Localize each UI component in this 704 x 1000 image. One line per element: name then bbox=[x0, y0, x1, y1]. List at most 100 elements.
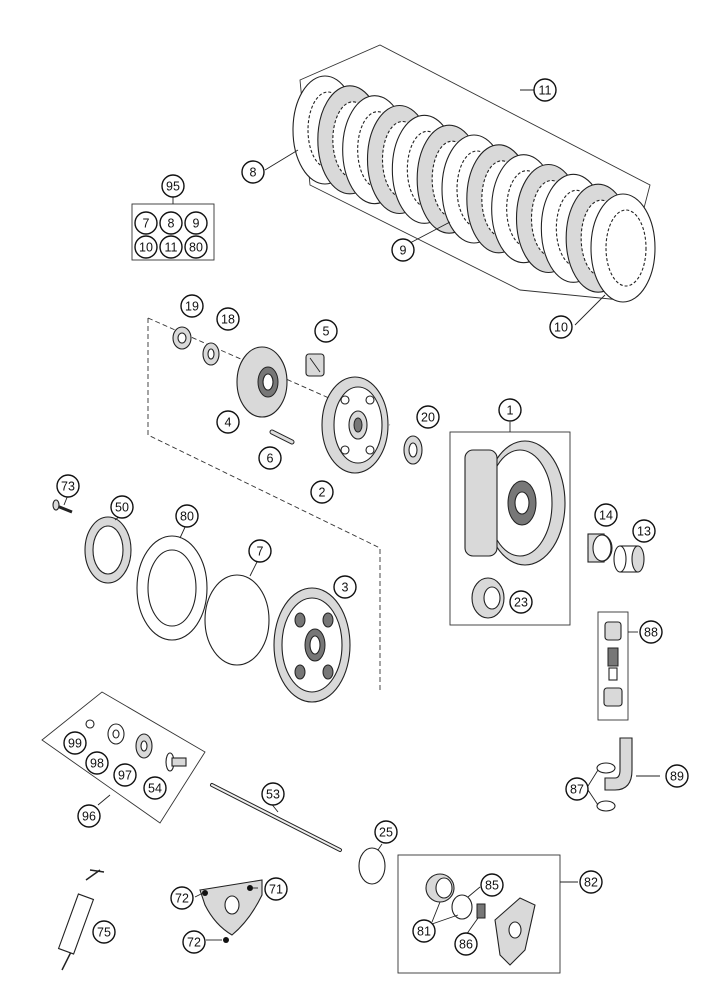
callout-c2: 2 bbox=[310, 480, 334, 504]
callout-label: 80 bbox=[180, 510, 194, 524]
piston-81 bbox=[425, 873, 455, 903]
callout-c23: 23 bbox=[509, 590, 533, 614]
callout-c5: 5 bbox=[314, 319, 338, 343]
callout-label: 4 bbox=[225, 416, 232, 430]
callout-c7b: 7 bbox=[248, 539, 272, 563]
slave-cylinder-82 bbox=[397, 854, 578, 974]
callout-c50: 50 bbox=[110, 495, 134, 519]
bushing-13 bbox=[613, 545, 645, 573]
callout-c81: 81 bbox=[412, 919, 436, 943]
callout-c10b: 10 bbox=[134, 235, 158, 259]
callout-c98: 98 bbox=[85, 751, 109, 775]
spring-86 bbox=[476, 903, 486, 919]
callout-label: 54 bbox=[148, 782, 162, 796]
callout-c3: 3 bbox=[333, 575, 357, 599]
callout-c9a: 9 bbox=[391, 238, 415, 262]
callout-c13: 13 bbox=[632, 519, 656, 543]
callout-c25: 25 bbox=[374, 820, 398, 844]
callout-c96: 96 bbox=[77, 804, 101, 828]
callout-c54: 54 bbox=[143, 776, 167, 800]
callout-label: 82 bbox=[584, 876, 598, 890]
callout-label: 3 bbox=[342, 581, 349, 595]
callout-c99: 99 bbox=[63, 731, 87, 755]
callout-c9b: 9 bbox=[184, 211, 208, 235]
clutch-hub-group bbox=[147, 317, 423, 703]
callout-label: 5 bbox=[323, 325, 330, 339]
friction-disc-50 bbox=[84, 515, 132, 584]
disc-80 bbox=[136, 524, 208, 641]
callout-label: 23 bbox=[514, 596, 528, 610]
callout-label: 7 bbox=[257, 545, 264, 559]
callout-label: 75 bbox=[97, 926, 111, 940]
valve-assembly-88 bbox=[597, 611, 638, 721]
callout-c14: 14 bbox=[594, 503, 618, 527]
callout-c53: 53 bbox=[261, 782, 285, 806]
callout-c85: 85 bbox=[480, 873, 504, 897]
o-ring-7 bbox=[204, 559, 270, 666]
banjo-fitting-89 bbox=[604, 737, 660, 791]
sealing-washers-87 bbox=[587, 762, 616, 812]
callout-label: 13 bbox=[637, 525, 651, 539]
callout-c19: 19 bbox=[180, 294, 204, 318]
callout-c75: 75 bbox=[92, 920, 116, 944]
callout-c71: 71 bbox=[264, 877, 288, 901]
lock-washer-18 bbox=[202, 342, 220, 366]
callout-c4: 4 bbox=[216, 410, 240, 434]
callout-label: 20 bbox=[421, 411, 435, 425]
pressure-plate-3 bbox=[273, 587, 351, 703]
callout-label: 8 bbox=[168, 217, 175, 231]
callout-c72b: 72 bbox=[182, 930, 206, 954]
callout-label: 9 bbox=[400, 244, 407, 258]
pin-6 bbox=[269, 429, 295, 445]
callout-label: 14 bbox=[599, 509, 613, 523]
callout-c80a: 80 bbox=[184, 235, 208, 259]
callout-label: 87 bbox=[570, 783, 584, 797]
callout-label: 86 bbox=[459, 938, 473, 952]
callout-label: 9 bbox=[193, 217, 200, 231]
o-ring-25 bbox=[358, 843, 386, 885]
callout-c7a: 7 bbox=[134, 211, 158, 235]
spring-5 bbox=[305, 353, 325, 377]
callout-c86: 86 bbox=[454, 932, 478, 956]
callout-c82: 82 bbox=[579, 870, 603, 894]
bleed-syringe-75 bbox=[57, 869, 105, 971]
callout-label: 25 bbox=[379, 826, 393, 840]
callout-label: 97 bbox=[118, 769, 132, 783]
callout-c1: 1 bbox=[498, 398, 522, 422]
callout-c87: 87 bbox=[565, 777, 589, 801]
inner-hub-2 bbox=[321, 376, 389, 474]
clutch-slave-cover-71 bbox=[194, 879, 263, 943]
callout-label: 1 bbox=[507, 404, 514, 418]
callout-c88: 88 bbox=[639, 620, 663, 644]
callout-label: 88 bbox=[644, 626, 658, 640]
callout-label: 6 bbox=[267, 452, 274, 466]
callout-c8a: 8 bbox=[241, 160, 265, 184]
callout-c97: 97 bbox=[113, 763, 137, 787]
callout-label: 10 bbox=[139, 241, 153, 255]
callout-label: 96 bbox=[82, 810, 96, 824]
seal-85 bbox=[451, 894, 473, 920]
callout-label: 71 bbox=[269, 883, 283, 897]
callout-label: 19 bbox=[185, 300, 199, 314]
slave-housing bbox=[494, 897, 536, 966]
primary-gear-23 bbox=[471, 577, 505, 619]
callout-c73: 73 bbox=[56, 474, 80, 498]
nut-19 bbox=[172, 326, 192, 350]
callout-label: 73 bbox=[61, 480, 75, 494]
callout-label: 99 bbox=[68, 737, 82, 751]
callout-label: 53 bbox=[266, 788, 280, 802]
callout-label: 8 bbox=[250, 166, 257, 180]
screw-73 bbox=[52, 494, 73, 514]
callout-label: 18 bbox=[221, 313, 235, 327]
callout-c10a: 10 bbox=[549, 315, 573, 339]
clutch-disc-stack bbox=[264, 44, 656, 326]
callout-label: 11 bbox=[165, 241, 178, 255]
callout-label: 72 bbox=[175, 892, 189, 906]
clutch-basket-1 bbox=[464, 440, 566, 566]
callout-label: 11 bbox=[539, 84, 552, 98]
callout-label: 81 bbox=[417, 925, 431, 939]
clutch-disc bbox=[590, 193, 656, 303]
washer-20 bbox=[403, 435, 423, 465]
callout-c95: 95 bbox=[161, 174, 185, 198]
